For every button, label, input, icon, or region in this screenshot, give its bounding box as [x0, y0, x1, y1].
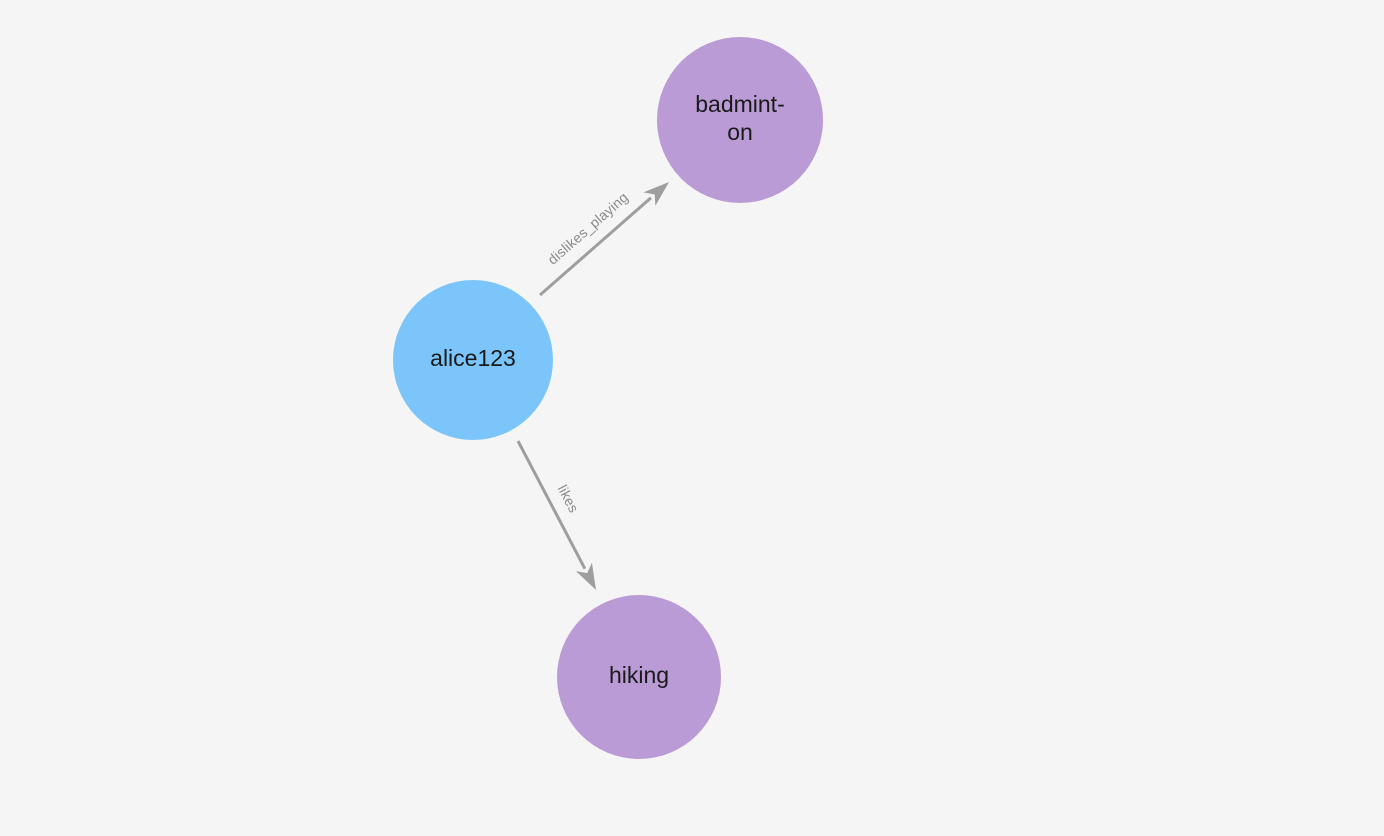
- node-circle[interactable]: [393, 280, 553, 440]
- node-circle[interactable]: [657, 37, 823, 203]
- graph-edge[interactable]: [539, 182, 669, 297]
- edge-label: likes: [555, 482, 583, 515]
- edge-arrowhead-icon: [575, 562, 596, 590]
- edge-line: [539, 196, 652, 297]
- node-circle[interactable]: [557, 595, 721, 759]
- graph-node-badminton[interactable]: badmint-on: [657, 37, 823, 203]
- graph-node-hiking[interactable]: hiking: [557, 595, 721, 759]
- edge-arrowhead-icon: [643, 182, 669, 206]
- graph-edge[interactable]: [516, 440, 596, 590]
- edges-layer: [516, 182, 669, 590]
- graph-node-alice123[interactable]: alice123: [393, 280, 553, 440]
- edge-line: [516, 440, 587, 570]
- nodes-layer: alice123 badmint-on hiking: [393, 37, 823, 759]
